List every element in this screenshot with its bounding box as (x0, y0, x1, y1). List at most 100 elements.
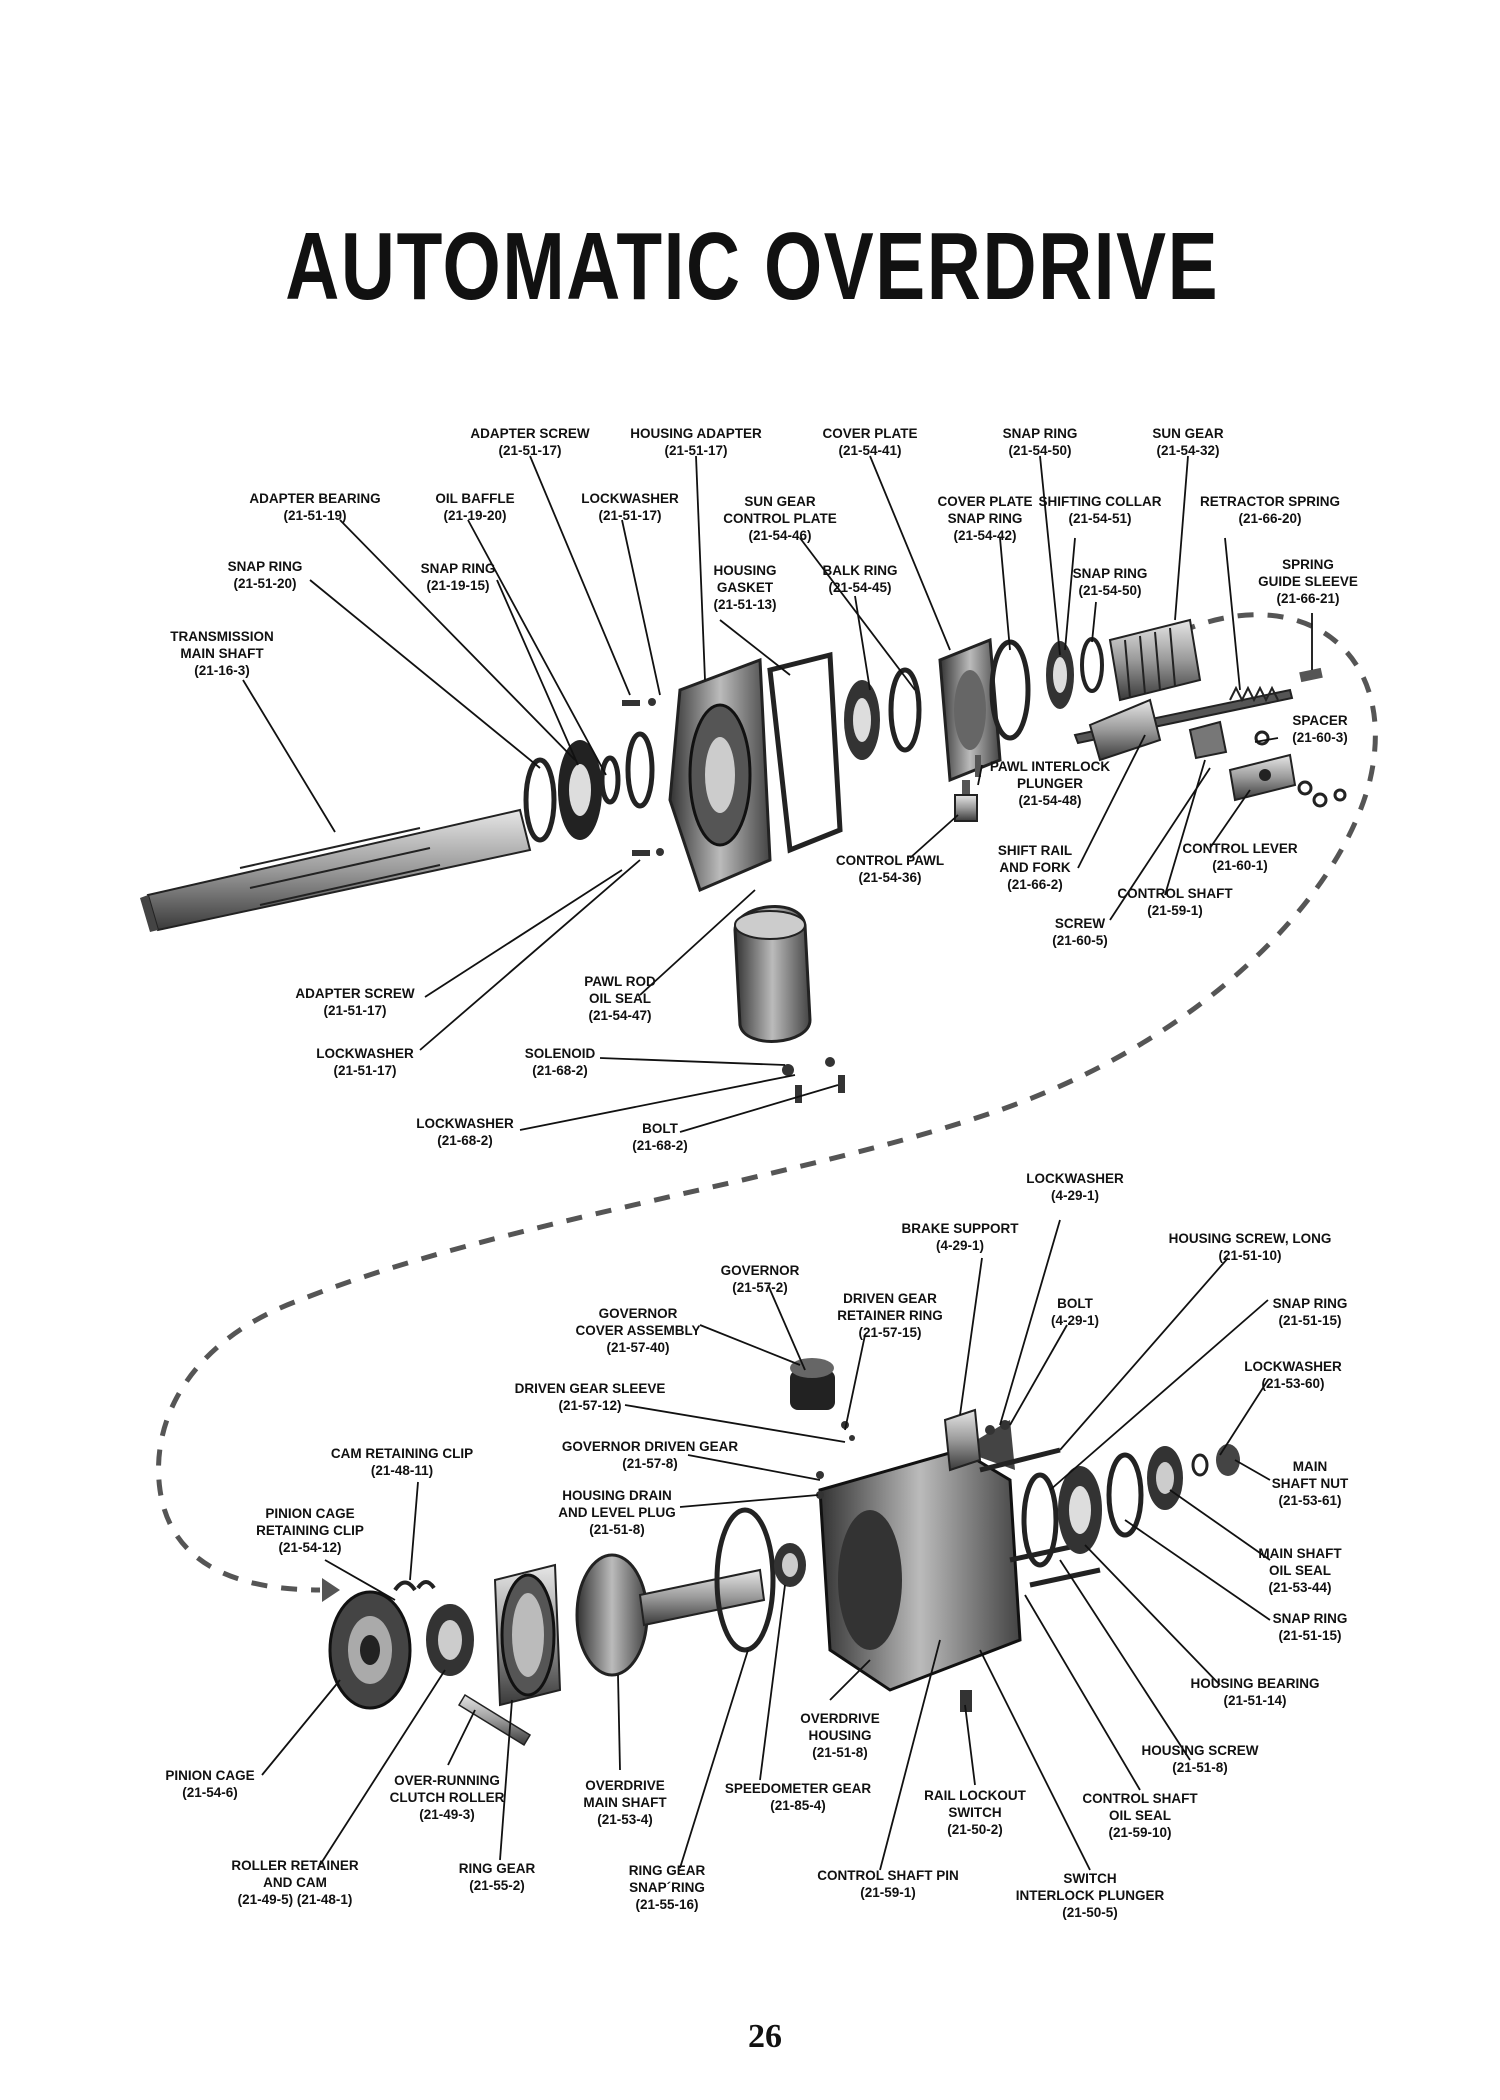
callout-adapter-bearing: ADAPTER BEARING(21-51-19) (249, 491, 381, 523)
main-shaft-nut-drawing (1191, 1444, 1240, 1477)
snap-rings-bottom-drawing (1021, 1452, 1144, 1568)
callout-pinion-cage: PINION CAGE(21-54-6) (165, 1768, 255, 1800)
callout-snap-ring-21-51-15: SNAP RING(21-51-15) (1272, 1611, 1348, 1643)
callout-housing-bearing: HOUSING BEARING(21-51-14) (1190, 1676, 1320, 1708)
speedometer-gear-drawing (774, 1543, 806, 1587)
callout-snap-ring-21-51-20: SNAP RING(21-51-20) (227, 559, 303, 591)
callout-adapter-screw-top: ADAPTER SCREW(21-51-17) (470, 426, 590, 458)
brake-support-drawing (943, 1408, 982, 1472)
callout-control-lever: CONTROL LEVER(21-60-1) (1182, 841, 1298, 873)
callout-bolt-4-29-1: BOLT(4-29-1) (1050, 1296, 1100, 1328)
callout-housing-adapter: HOUSING ADAPTER(21-51-17) (630, 426, 762, 458)
callout-adapter-screw-bottom: ADAPTER SCREW(21-51-17) (295, 986, 415, 1018)
control-shaft-drawing (1188, 720, 1228, 760)
callout-screw: SCREW(21-60-5) (1052, 916, 1108, 948)
shifting-collar-drawing (1046, 641, 1074, 709)
callout-lockwasher-21-68-2: LOCKWASHER(21-68-2) (416, 1116, 514, 1148)
assembly-path-dashed-line (156, 612, 1378, 1593)
callout-brake-support: BRAKE SUPPORT(4-29-1) (901, 1221, 1019, 1253)
callout-control-shaft-pin: CONTROL SHAFT PIN(21-59-1) (817, 1868, 959, 1900)
callout-oil-baffle: OIL BAFFLE(21-19-20) (435, 491, 515, 523)
balk-ring-drawing (844, 680, 880, 760)
pawl-plunger-drawing (954, 755, 981, 822)
control-lever-drawing (1228, 753, 1297, 802)
housing-adapter-drawing (668, 657, 772, 893)
pinion-cage-drawing (328, 1590, 412, 1710)
callout-lockwasher-21-51-17-top: LOCKWASHER(21-51-17) (581, 491, 679, 523)
callout-snap-ring-21-19-15: SNAP RING(21-19-15) (420, 561, 496, 593)
cover-plate-snap-ring-drawing (989, 639, 1031, 741)
spring-guide-sleeve-drawing (1299, 667, 1323, 683)
callout-bolt-21-68-2: BOLT(21-68-2) (632, 1121, 688, 1153)
shift-rail-drawing (1073, 688, 1294, 762)
callout-shifting-collar: SHIFTING COLLAR(21-54-51) (1038, 494, 1162, 526)
housing-gasket-drawing (767, 651, 843, 854)
retractor-spring-drawing (1229, 685, 1279, 703)
overdrive-main-shaft-drawing (575, 1553, 766, 1677)
callout-sun-gear: SUN GEAR(21-54-32) (1152, 426, 1224, 458)
ring-gear-drawing (493, 1563, 562, 1707)
callout-snap-ring-21-54-50-top: SNAP RING(21-54-50) (1002, 426, 1078, 458)
small-washers-drawing (1254, 730, 1347, 808)
small-screws-top-drawing (622, 698, 664, 856)
callout-spacer: SPACER(21-60-3) (1292, 713, 1348, 745)
callout-cover-plate: COVER PLATE(21-54-41) (822, 426, 918, 458)
snap-rings-small-drawing (523, 731, 655, 843)
callout-ring-gear: RING GEAR(21-55-2) (458, 1861, 536, 1893)
adapter-bearing-drawing (558, 740, 602, 840)
leader-lines (242, 455, 1313, 1871)
overdrive-housing-drawing (818, 1420, 1022, 1692)
over-running-roller-drawing (457, 1693, 532, 1747)
callout-snap-ring-21-51-15-top: SNAP RING(21-51-15) (1272, 1296, 1348, 1328)
callout-housing-screw-long: HOUSING SCREW, LONG(21-51-10) (1168, 1231, 1332, 1263)
callout-lockwasher-21-53-60: LOCKWASHER(21-53-60) (1244, 1359, 1342, 1391)
callout-control-shaft: CONTROL SHAFT(21-59-1) (1117, 886, 1233, 918)
callout-governor: GOVERNOR(21-57-2) (720, 1263, 800, 1295)
transmission-main-shaft-drawing (140, 808, 532, 932)
callout-retractor-spring: RETRACTOR SPRING(21-66-20) (1199, 494, 1341, 526)
callout-housing-screw: HOUSING SCREW(21-51-8) (1141, 1743, 1259, 1775)
sun-gear-control-plate-drawing (888, 667, 922, 753)
callout-solenoid: SOLENOID(21-68-2) (524, 1046, 596, 1078)
callout-speedometer-gear: SPEEDOMETER GEAR(21-85-4) (724, 1781, 872, 1813)
solenoid-drawing (733, 905, 812, 1043)
page-title: AUTOMATIC OVERDRIVE (285, 213, 1220, 320)
cover-plate-drawing (938, 637, 1002, 783)
callout-driven-gear-sleeve: DRIVEN GEAR SLEEVE(21-57-12) (514, 1381, 666, 1413)
page-number: 26 (748, 2018, 782, 2055)
assembly-path-arrowhead (322, 1578, 340, 1602)
callout-cam-retaining-clip: CAM RETAINING CLIP(21-48-11) (330, 1446, 474, 1478)
callout-snap-ring-21-54-50: SNAP RING(21-54-50) (1072, 566, 1148, 598)
callout-control-pawl: CONTROL PAWL(21-54-36) (835, 853, 945, 885)
governor-drawing (790, 1358, 835, 1410)
sun-gear-drawing (1108, 618, 1202, 702)
ring-gear-snap-ring-drawing (714, 1507, 776, 1653)
snap-ring-small-right-drawing (1080, 637, 1104, 693)
callout-lockwasher-4-29-1: LOCKWASHER(4-29-1) (1026, 1171, 1124, 1203)
solenoid-bolts-drawing (782, 1057, 845, 1103)
callout-balk-ring: BALK RING(21-54-45) (822, 563, 898, 595)
callout-lockwasher-21-51-17-bottom: LOCKWASHER(21-51-17) (316, 1046, 414, 1078)
small-parts-bottom-drawing (816, 1420, 1010, 1712)
